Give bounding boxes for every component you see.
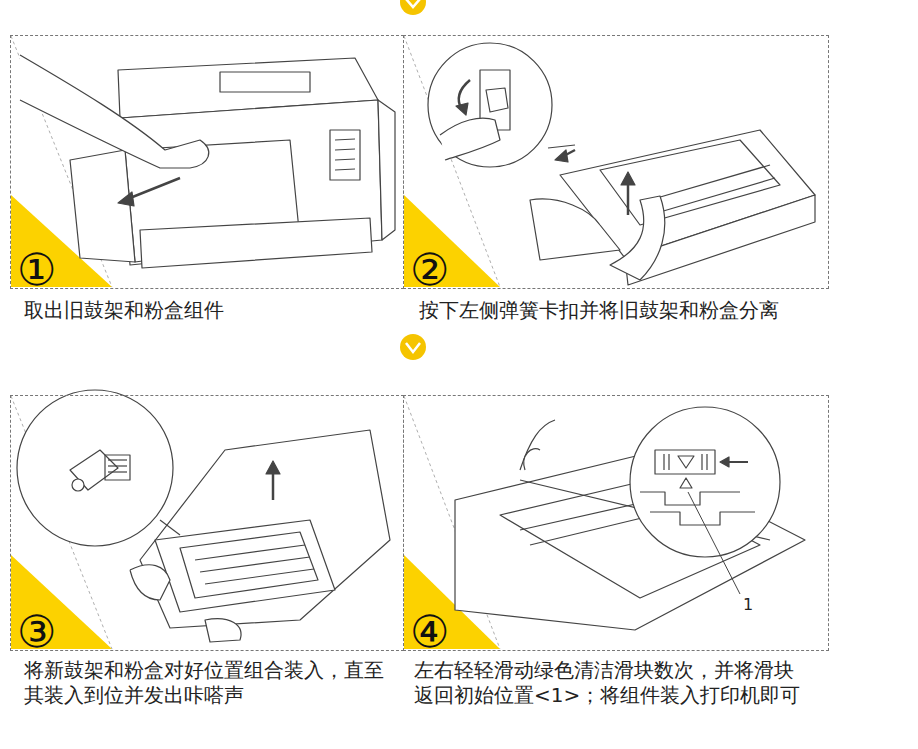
assemble-drawing [17,390,390,642]
step-caption: 将新鼓架和粉盒对好位置组合装入，直至 其装入到位并发出咔嗒声 [24,658,396,708]
step-number: ③ [17,610,56,654]
callout-number: 1 [741,597,755,613]
step-caption: 左右轻轻滑动绿色清洁滑块数次，并将滑块 返回初始位置<1>；将组件装入打印机即可 [414,658,806,708]
step-number: ② [410,248,449,292]
printer-drawing [20,55,395,268]
step-caption: 按下左侧弹簧卡扣并将旧鼓架和粉盒分离 [419,298,829,323]
step-number: ④ [410,610,449,654]
step-caption: 取出旧鼓架和粉盒组件 [24,298,424,323]
step-panel: ①取出旧鼓架和粉盒组件 [10,35,404,289]
separate-drawing [428,43,815,285]
clean-drawing [455,407,805,630]
step-panel: ②按下左侧弹簧卡扣并将旧鼓架和粉盒分离 [403,35,829,289]
step-panel: ④左右轻轻滑动绿色清洁滑块数次，并将滑块 返回初始位置<1>；将组件装入打印机即… [403,395,829,651]
step-panel: ③将新鼓架和粉盒对好位置组合装入，直至 其装入到位并发出咔嗒声 [10,395,404,651]
corner-triangles [11,36,500,649]
step-number: ① [17,248,56,292]
